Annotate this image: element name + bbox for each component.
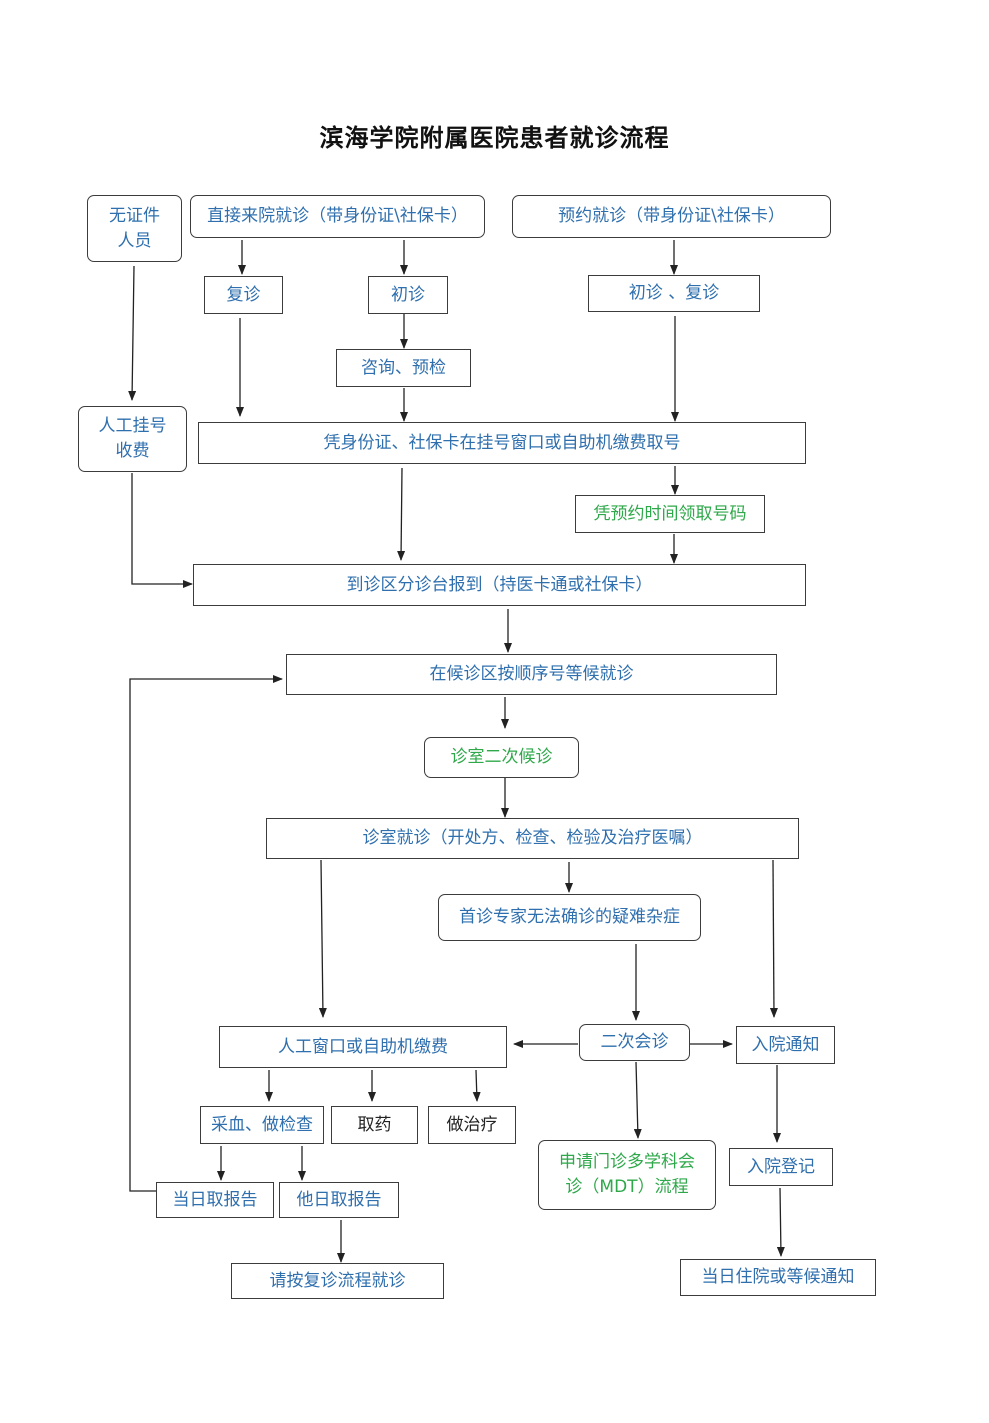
treatment-box: 做治疗	[428, 1106, 516, 1144]
revisit-box: 复诊	[204, 276, 283, 314]
arrow-manual-to-triage	[131, 473, 193, 588]
triage-desk-box: 到诊区分诊台报到（持医卡通或社保卡）	[193, 564, 806, 606]
mdt-box: 申请门诊多学科会 诊（MDT）流程	[538, 1140, 716, 1210]
same-day-report-box: 当日取报告	[156, 1182, 274, 1218]
other-day-report-box: 他日取报告	[279, 1182, 399, 1218]
first-visit-box: 初诊	[368, 276, 448, 314]
second-consult-box: 二次会诊	[579, 1024, 690, 1061]
arrow-payment-to-treatment	[472, 1069, 481, 1102]
consult-precheck-box: 咨询、预检	[336, 349, 471, 387]
second-wait-box: 诊室二次候诊	[424, 737, 579, 778]
direct-visit-box: 直接来院就诊（带身份证\社保卡）	[190, 195, 485, 238]
waiting-area-box: 在候诊区按顺序号等候就诊	[286, 654, 777, 695]
consultation-box: 诊室就诊（开处方、检查、检验及治疗医嘱）	[266, 818, 799, 859]
appt-ticket-box: 凭预约时间领取号码	[575, 495, 765, 533]
payment-box: 人工窗口或自助机缴费	[219, 1026, 507, 1068]
page-title: 滨海学院附属医院患者就诊流程	[319, 123, 670, 152]
arrow-consultation-to-admission	[769, 859, 778, 1018]
arrow-secondconsult-to-mdt	[633, 1061, 642, 1139]
arrow-sameday-loop-to-waiting	[129, 675, 283, 1192]
revisit-flow-box: 请按复诊流程就诊	[231, 1263, 444, 1299]
medicine-box: 取药	[331, 1106, 418, 1144]
arrow-noid-to-manual	[128, 265, 137, 401]
appointment-box: 预约就诊（带身份证\社保卡）	[512, 195, 831, 238]
no-id-box: 无证件 人员	[87, 195, 182, 262]
manual-register-box: 人工挂号 收费	[78, 406, 187, 472]
register-window-box: 凭身份证、社保卡在挂号窗口或自助机缴费取号	[198, 422, 806, 464]
first-or-revisit-box: 初诊 、复诊	[588, 275, 760, 312]
admit-or-wait-box: 当日住院或等候通知	[680, 1259, 876, 1296]
admission-notice-box: 入院通知	[736, 1026, 835, 1064]
arrow-register-to-triage	[397, 467, 406, 561]
arrow-consultation-to-payment	[318, 859, 327, 1018]
difficult-case-box: 首诊专家无法确诊的疑难杂症	[438, 894, 701, 941]
blood-exam-box: 采血、做检查	[200, 1106, 324, 1144]
admission-register-box: 入院登记	[729, 1148, 833, 1186]
arrow-register-to-admit	[776, 1187, 785, 1257]
